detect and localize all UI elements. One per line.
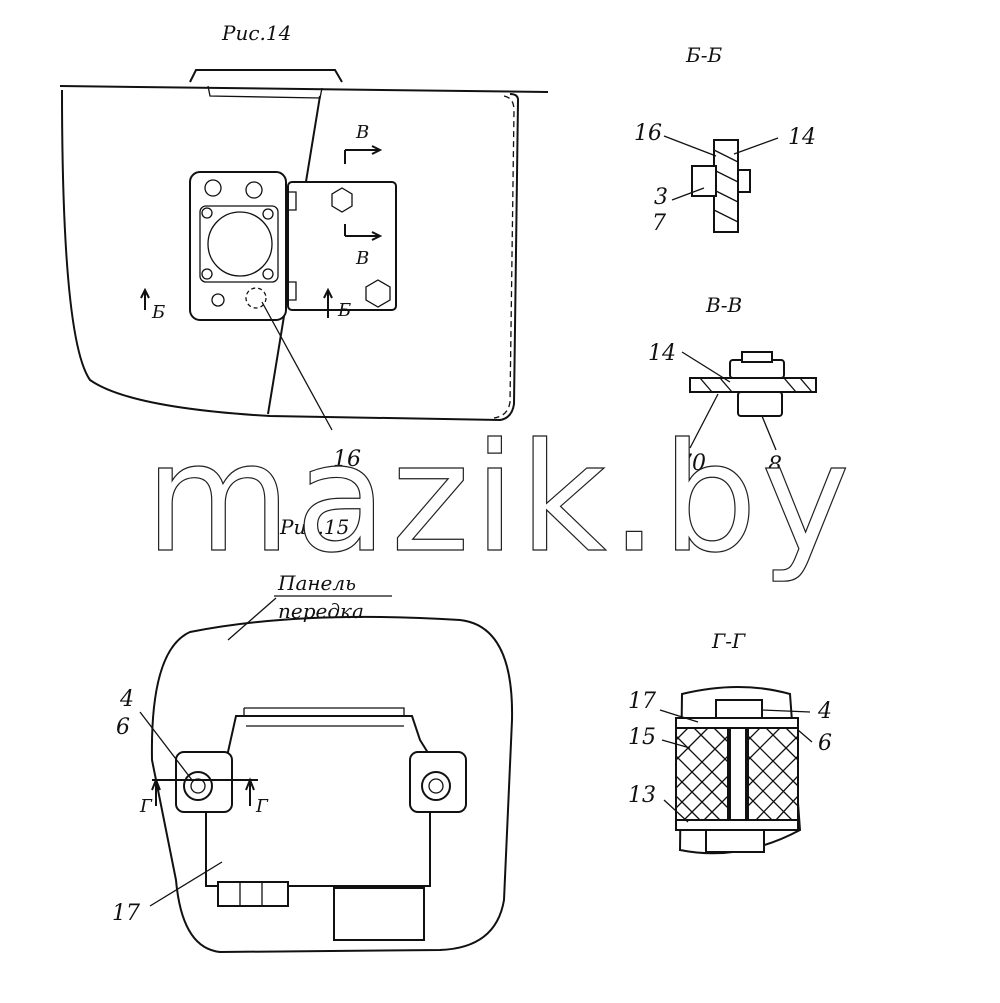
svg-text:8: 8: [768, 453, 782, 478]
section-vv: В-В 14 70 8: [648, 293, 817, 478]
svg-text:Г: Г: [139, 796, 153, 817]
fig15: Рис.15 Панель передка Г Г 4 6 17: [112, 515, 514, 954]
watermark: mazik.by: [145, 412, 854, 586]
vv-bolt-head: [737, 391, 783, 417]
section-bb-title: Б-Б: [685, 43, 722, 67]
svg-text:3: 3: [654, 185, 668, 210]
fig14-left-plate: [189, 171, 287, 321]
svg-text:15: 15: [628, 725, 656, 750]
svg-text:17: 17: [628, 689, 656, 714]
svg-text:16: 16: [634, 121, 662, 146]
svg-text:4: 4: [119, 687, 134, 712]
gg-bushing-right: [747, 723, 799, 825]
svg-text:6: 6: [818, 731, 832, 756]
top-rail: [59, 85, 549, 93]
svg-text:Г: Г: [255, 796, 269, 817]
gg-bolt-shank: [729, 717, 747, 829]
module-17-body: [205, 715, 431, 887]
screw-icon: [262, 208, 274, 220]
svg-text:Б: Б: [151, 302, 165, 323]
bolt-icon: [245, 287, 267, 309]
screw-icon: [262, 268, 274, 280]
svg-text:6: 6: [116, 715, 130, 740]
svg-text:В: В: [355, 122, 369, 143]
leader-line: [139, 711, 193, 781]
section-gg: Г-Г 17 15 13 4 6: [628, 629, 832, 855]
svg-text:13: 13: [628, 783, 656, 808]
svg-text:14: 14: [788, 125, 816, 150]
panel-label-line1: Панель: [277, 571, 356, 595]
svg-text:В: В: [355, 248, 369, 269]
leader-line: [149, 861, 223, 907]
section-v-mark: [344, 224, 380, 237]
section-bb: Б-Б 16 14 3 7: [634, 43, 816, 236]
fig14-center-port: [207, 211, 273, 277]
section-gg-title: Г-Г: [711, 629, 746, 653]
svg-text:70: 70: [678, 451, 706, 476]
vv-plate: [689, 377, 817, 393]
svg-text:17: 17: [112, 901, 140, 926]
front-panel-outline: [150, 615, 514, 954]
svg-text:7: 7: [652, 211, 666, 236]
connector-right: [333, 887, 425, 941]
screw-icon: [201, 207, 213, 219]
bolt-icon: [421, 771, 451, 801]
nut-icon: [211, 293, 225, 307]
fig15-title: Рис.15: [279, 515, 349, 539]
gg-bushing-left: [675, 723, 729, 825]
svg-text:Б: Б: [337, 300, 351, 321]
svg-text:4: 4: [817, 699, 832, 724]
fig14-title: Рис.14: [221, 21, 291, 45]
leader-line: [261, 301, 333, 431]
section-v-mark: [344, 149, 380, 164]
fig14-relay-box: [287, 181, 397, 311]
svg-text:14: 14: [648, 341, 676, 366]
fig14: Рис.14 В В Б: [59, 21, 549, 472]
bolt-icon: [245, 181, 263, 199]
gg-outline: [678, 686, 802, 855]
section-vv-title: В-В: [705, 293, 742, 317]
bb-screw-head: [691, 165, 717, 197]
nut-icon: [365, 279, 391, 308]
screw-icon: [201, 268, 213, 280]
svg-text:16: 16: [333, 447, 361, 472]
bolt-icon: [183, 771, 213, 801]
bolt-icon: [204, 179, 222, 197]
nut-icon: [331, 187, 353, 213]
rail-bracket: [189, 69, 343, 83]
fig14-body-outline: [61, 89, 520, 422]
connector-left: [217, 881, 289, 907]
gg-bolt-head: [715, 699, 763, 719]
